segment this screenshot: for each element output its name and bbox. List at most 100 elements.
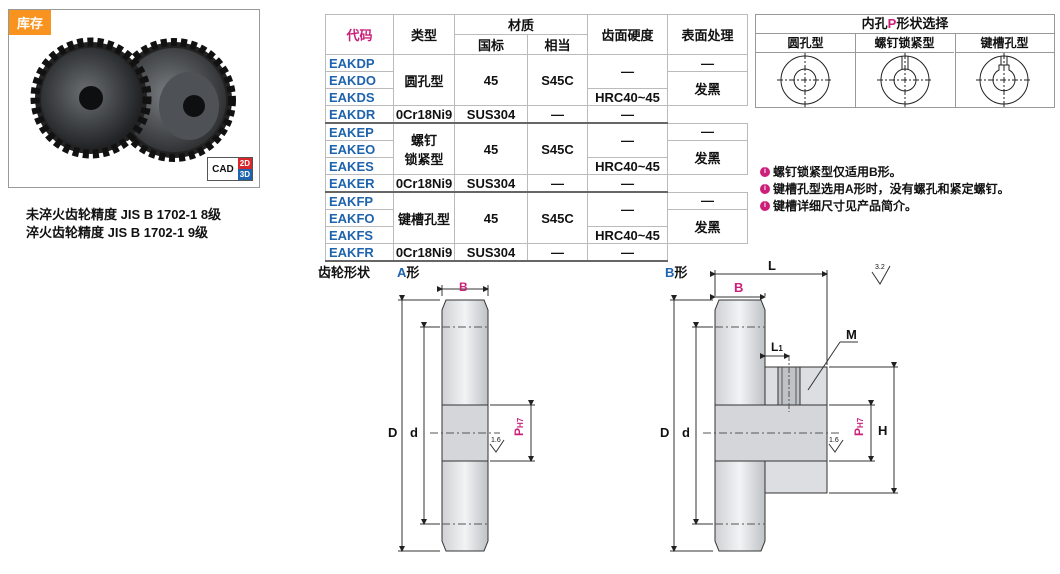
accuracy-hardened: 淬火齿轮精度 JIS B 1702-1 9级 (26, 225, 209, 240)
note-text: 键槽孔型选用A形时，没有螺孔和紧定螺钉。 (773, 182, 1010, 196)
dim-L: L (768, 258, 776, 273)
surface-cell: — (587, 105, 668, 124)
dim-p-letter: P (512, 427, 526, 436)
shape-a-letter: A (397, 265, 407, 280)
bore-shape-title: 内孔P形状选择 (756, 15, 1054, 34)
surface-cell: 发黑 (667, 209, 748, 244)
material-equiv-cell: SUS304 (454, 105, 528, 124)
dim-D-a: D (388, 425, 398, 440)
info-icon: i (760, 183, 770, 194)
note-text: 螺钉锁紧型仅适用B形。 (773, 165, 902, 179)
keyway-bore-icon (976, 53, 1032, 107)
part-code: EAKDO (325, 71, 394, 89)
shape-b-label: B形 (665, 262, 687, 281)
material-equiv-cell: SUS304 (454, 243, 528, 262)
part-code: EAKFS (325, 226, 394, 244)
part-code: EAKDR (325, 105, 394, 124)
roughness-b: 1.6 (829, 437, 839, 444)
header-material-std: 国标 (454, 34, 528, 55)
surface-cell: — (667, 191, 748, 210)
dim-p-tolerance: H7 (856, 417, 865, 428)
type-cell: 圆孔型 (393, 54, 455, 106)
hardness-cell: — (527, 243, 588, 262)
shape-a-drawing (398, 285, 535, 552)
gear-photo (30, 37, 236, 162)
dim-p-a: PH7 (512, 418, 526, 436)
material-std-cell: 0Cr18Ni9 (393, 174, 455, 193)
table-row: EAKFO 发黑 (325, 209, 748, 244)
dim-d-b: d (682, 425, 690, 440)
surface-cell: 发黑 (667, 71, 748, 106)
bore-shape-selection: 内孔P形状选择 圆孔型 螺钉锁紧型 键槽孔型 (755, 14, 1055, 108)
bore-title-pre: 内孔 (861, 16, 888, 31)
bore-shape-drawings (777, 53, 1032, 107)
surface-cell: — (667, 54, 748, 72)
part-code: EAKFO (325, 209, 394, 227)
dim-D-b: D (660, 425, 670, 440)
material-std-cell: 0Cr18Ni9 (393, 105, 455, 124)
table-row: EAKFS HRC40~45 (325, 226, 748, 244)
drawing-title: 齿轮形状 (318, 265, 371, 280)
note-text: 键槽详细尺寸见产品简介。 (773, 199, 918, 213)
dim-p-tolerance: H7 (516, 417, 525, 428)
bore-title-p: P (887, 16, 897, 31)
material-equiv-cell: S45C (527, 191, 588, 244)
hardness-cell: HRC40~45 (587, 157, 668, 175)
cad-2d-label: 2D (237, 158, 252, 169)
part-code: EAKES (325, 157, 394, 175)
surface-cell: — (587, 174, 668, 193)
type-cell: 键槽孔型 (393, 191, 455, 244)
roughness-b-top: 3.2 (875, 264, 885, 271)
cad-label: CAD (208, 158, 238, 180)
hardness-cell: HRC40~45 (587, 88, 668, 106)
round-bore-icon (777, 53, 833, 107)
shape-a-label: A形 (397, 262, 419, 281)
hardness-cell: — (527, 174, 588, 193)
cad-badge[interactable]: CAD 2D 3D (207, 157, 253, 181)
bore-divider (955, 34, 956, 107)
header-hardness: 齿面硬度 (587, 14, 668, 55)
material-std-cell: 45 (454, 54, 528, 106)
screw-bore-icon (877, 53, 933, 107)
dim-L1: L1 (771, 340, 783, 354)
bore-col-screw: 螺钉锁紧型 (855, 34, 954, 53)
material-equiv-cell: S45C (527, 122, 588, 175)
part-code: EAKER (325, 174, 394, 193)
info-icon: i (760, 166, 770, 177)
roughness-a: 1.6 (491, 437, 501, 444)
table-row: EAKES HRC40~45 (325, 157, 748, 175)
dim-p-b: PH7 (852, 418, 866, 436)
shape-b-drawing (670, 265, 898, 552)
surface-cell: — (587, 243, 668, 262)
type-cell: 螺钉 锁紧型 (393, 122, 455, 175)
table-row: EAKDO 发黑 (325, 71, 748, 106)
dim-p-letter: P (852, 427, 866, 436)
material-equiv-cell: SUS304 (454, 174, 528, 193)
surface-cell: 发黑 (667, 140, 748, 175)
bore-col-keyway: 键槽孔型 (955, 34, 1054, 53)
dim-L1-sub: 1 (778, 344, 783, 353)
part-code: EAKDS (325, 88, 394, 106)
cad-3d-label: 3D (237, 169, 252, 180)
hardness-cell: HRC40~45 (587, 226, 668, 244)
header-material-equiv: 相当 (527, 34, 588, 55)
gear-a-shape-photo (30, 37, 152, 159)
part-code: EAKFR (325, 243, 394, 262)
shape-b-letter: B (665, 265, 675, 280)
header-material: 材质 (454, 14, 588, 35)
surface-cell: — (667, 122, 748, 141)
header-type: 类型 (393, 14, 455, 55)
shape-a-suffix: 形 (406, 265, 420, 280)
accuracy-unhardened: 未淬火齿轮精度 JIS B 1702-1 8级 (26, 207, 222, 222)
info-icon: i (760, 200, 770, 211)
